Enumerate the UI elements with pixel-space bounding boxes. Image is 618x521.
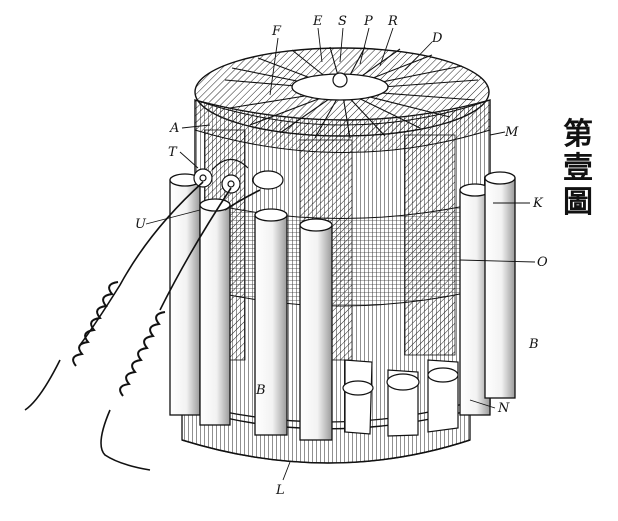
- figure-title-char-3: 圖: [563, 185, 593, 220]
- leader-lines: [145, 27, 536, 481]
- label-B-right: B: [528, 337, 539, 352]
- gauze-band: [214, 204, 471, 307]
- lower-cup-cells: [342, 359, 459, 437]
- part-labels: F E S P R D A T M K U O B B N L: [135, 14, 548, 498]
- tube: [254, 208, 288, 436]
- label-L: L: [275, 483, 285, 498]
- figure-title-char-2: 壹: [563, 151, 593, 186]
- label-M: M: [504, 125, 519, 140]
- label-N: N: [497, 401, 510, 416]
- terminal-fittings: [193, 158, 284, 194]
- center-boss: [332, 72, 348, 88]
- figure-title-char-1: 第: [563, 117, 593, 152]
- label-E: E: [312, 14, 323, 29]
- label-S: S: [338, 14, 347, 29]
- label-O: O: [537, 255, 548, 270]
- coiled-wire-right: [119, 311, 166, 397]
- tube: [169, 173, 201, 416]
- tube: [199, 198, 231, 426]
- figure-title: 第 壹 圖: [558, 118, 598, 220]
- tube: [484, 171, 516, 399]
- label-F: F: [271, 24, 282, 39]
- label-D: D: [431, 31, 443, 46]
- coiled-wire-left: [72, 281, 119, 367]
- label-U: U: [135, 217, 147, 232]
- tubes: [169, 171, 516, 441]
- label-R: R: [387, 14, 398, 29]
- label-B-left: B: [255, 383, 266, 398]
- label-T: T: [168, 145, 178, 160]
- label-K: K: [532, 196, 544, 211]
- label-P: P: [363, 14, 373, 29]
- top-cap: [194, 46, 491, 153]
- label-A: A: [169, 121, 179, 136]
- tube: [299, 218, 333, 441]
